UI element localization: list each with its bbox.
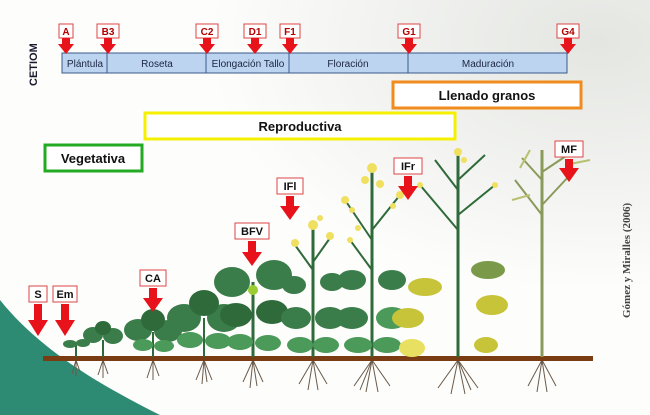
svg-text:G1: G1 <box>402 27 416 38</box>
red-arrow-icon <box>247 38 263 54</box>
svg-text:MF: MF <box>561 144 577 156</box>
stage-label-roseta: Roseta <box>141 59 173 70</box>
svg-text:Vegetativa: Vegetativa <box>61 151 126 166</box>
code-marker-g4: G4 <box>556 23 580 54</box>
svg-text:C2: C2 <box>201 27 214 38</box>
svg-text:A: A <box>62 27 69 38</box>
code-marker-g1: G1 <box>397 23 421 54</box>
phase-vegetative: Vegetativa <box>43 143 144 173</box>
code-marker-f1: F1 <box>279 23 301 54</box>
svg-text:CA: CA <box>145 273 161 285</box>
stage-label-plantula: Plántula <box>67 59 104 70</box>
svg-text:BFV: BFV <box>241 226 264 238</box>
red-arrow-icon <box>199 38 215 54</box>
svg-text:Reproductiva: Reproductiva <box>258 119 342 134</box>
red-arrow-icon <box>143 288 163 312</box>
svg-text:D1: D1 <box>249 27 262 38</box>
phase-grain-fill: Llenado granos <box>391 80 583 110</box>
stage-label-floracion: Floración <box>327 59 368 70</box>
stage-label-elongacion: Elongación Tallo <box>212 59 285 70</box>
red-arrow-icon <box>100 38 116 54</box>
growth-stage-timeline: Plántula Roseta Elongación Tallo Floraci… <box>61 52 568 74</box>
roots <box>71 359 557 395</box>
code-marker-d1: D1 <box>243 23 267 54</box>
red-arrow-icon <box>28 304 48 336</box>
marker-ca: CA <box>139 269 167 312</box>
red-arrow-icon <box>282 38 298 54</box>
plant-emergence <box>83 321 123 357</box>
code-marker-b3: B3 <box>96 23 120 54</box>
ground-line <box>43 356 593 361</box>
svg-text:S: S <box>34 289 41 301</box>
plant-pod-filling <box>392 148 508 357</box>
plant-rosette <box>124 309 182 357</box>
plant-flowering-start <box>281 215 345 357</box>
svg-text:IFl: IFl <box>284 181 297 193</box>
credit: Gómez y Miralles (2006) <box>621 203 633 318</box>
plant-maturity <box>511 149 591 357</box>
red-arrow-icon <box>560 38 576 54</box>
phase-reproductive: Reproductiva <box>143 111 457 141</box>
marker-mf: MF <box>554 140 584 182</box>
timeline-bar <box>61 52 568 74</box>
corner-band <box>0 300 160 415</box>
red-arrow-icon <box>398 176 418 200</box>
code-marker-c2: C2 <box>195 23 219 54</box>
svg-text:G4: G4 <box>561 27 575 38</box>
scale-title: CETIOM <box>28 43 40 86</box>
red-arrow-icon <box>242 241 262 266</box>
red-arrow-icon <box>55 304 75 336</box>
marker-ifl: IFl <box>276 177 304 220</box>
marker-emergence: Em <box>52 285 78 336</box>
stage-label-maduracion: Maduración <box>462 59 514 70</box>
svg-text:Em: Em <box>56 289 73 301</box>
marker-bfv: BFV <box>234 222 270 266</box>
marker-ifr: IFr <box>393 157 423 200</box>
marker-sowing: S <box>28 285 48 336</box>
code-marker-a: A <box>58 23 74 54</box>
red-arrow-icon <box>58 38 74 54</box>
svg-text:Llenado granos: Llenado granos <box>439 88 536 103</box>
svg-text:B3: B3 <box>102 27 115 38</box>
red-arrow-icon <box>559 159 579 182</box>
svg-text:IFr: IFr <box>401 161 416 173</box>
svg-text:F1: F1 <box>284 27 296 38</box>
red-arrow-icon <box>280 196 300 220</box>
red-arrow-icon <box>401 38 417 54</box>
